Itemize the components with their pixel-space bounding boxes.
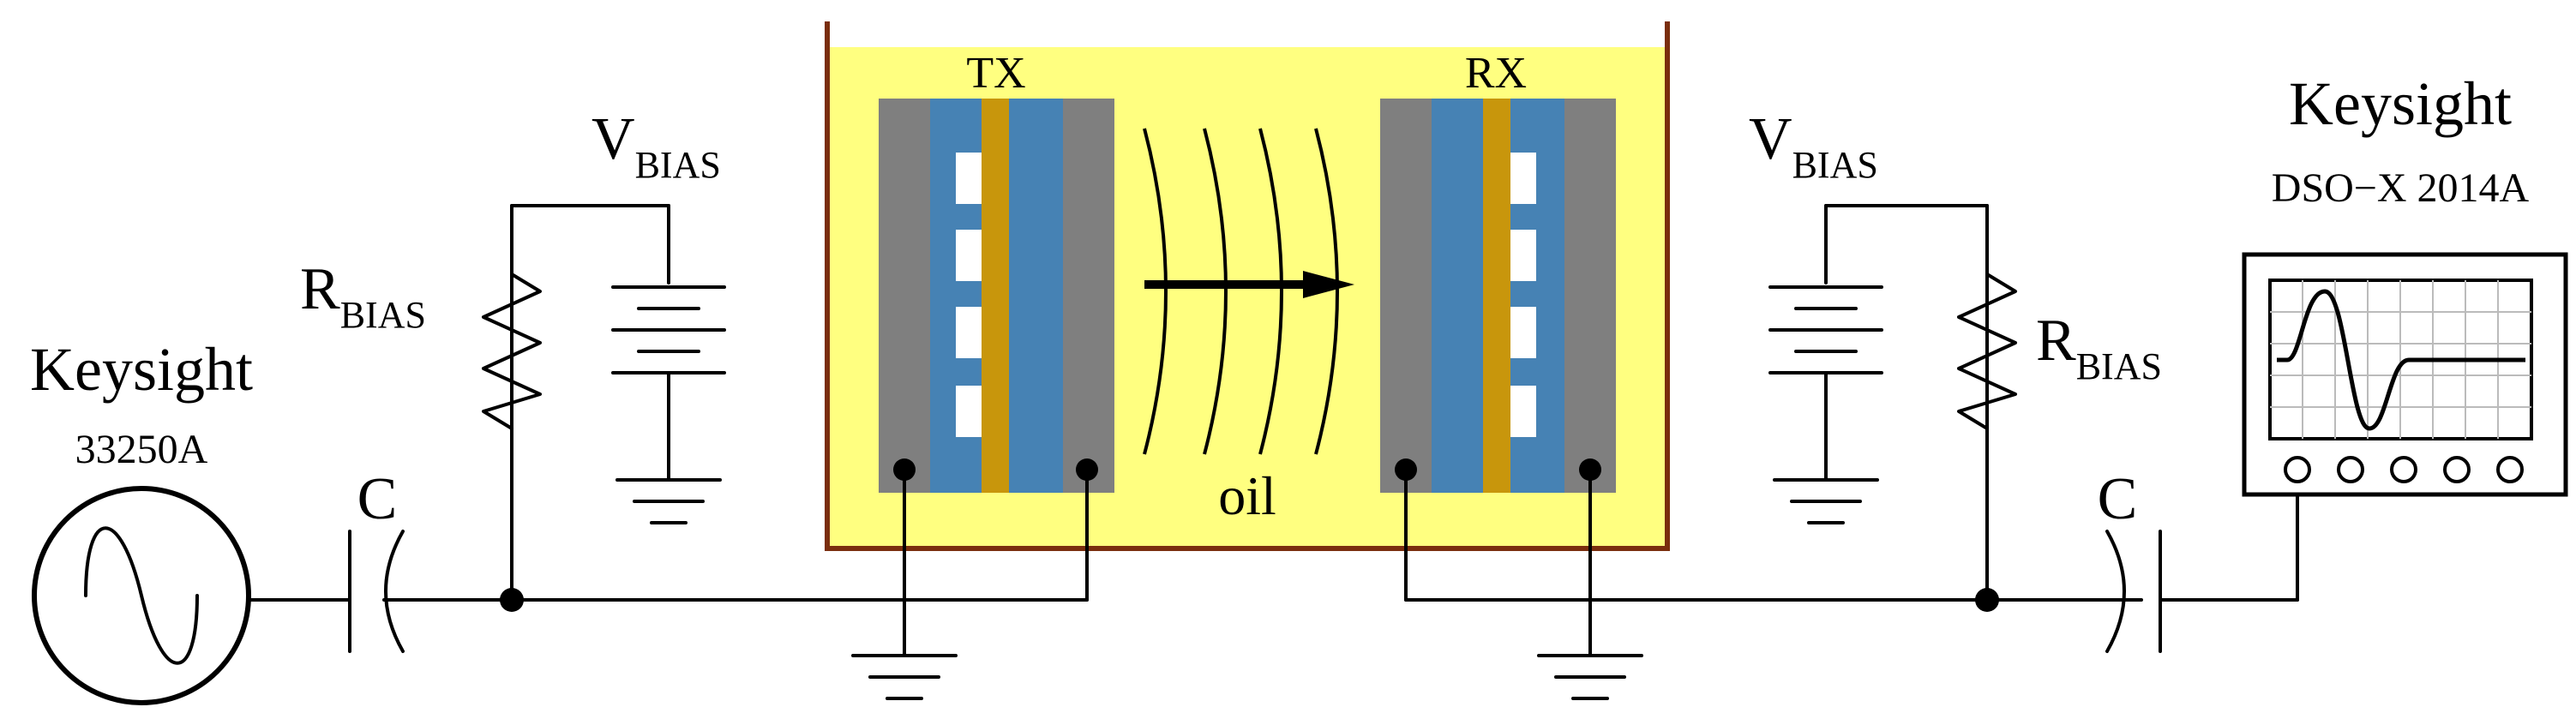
left-capacitor-label: C: [357, 466, 398, 532]
ground-symbol: [1537, 654, 1643, 700]
generator-brand: Keysight: [30, 335, 253, 404]
scope-knob: [2443, 456, 2471, 483]
capacitor-plate-left-out: [384, 530, 405, 653]
left-circuit: C RBIAS VBIAS: [247, 106, 1098, 700]
rx-label: RX: [1465, 49, 1527, 98]
rx-cavity: [1510, 307, 1536, 358]
right-capacitor-label: C: [2098, 466, 2138, 532]
tx-piezo-right: [1009, 99, 1063, 493]
oscilloscope: Keysight DSO−X 2014A: [2242, 69, 2568, 497]
wavefront: [1203, 128, 1228, 455]
rx-electrode-right: [1564, 99, 1616, 493]
tx-electrode-left: [879, 99, 930, 493]
arrow-right-icon: [1144, 271, 1354, 298]
oil-label: oil: [1218, 465, 1276, 526]
tx-cavity: [956, 153, 982, 204]
right-source-subscript: BIAS: [1792, 144, 1878, 186]
scope-input-connector: [2284, 456, 2311, 483]
ground-symbol: [1773, 478, 1879, 524]
scope-brand: Keysight: [2289, 69, 2512, 138]
scope-knob: [2337, 456, 2364, 483]
bias-resistor-right: [1957, 273, 2017, 430]
rx-cavity: [1510, 153, 1536, 204]
rx-piezo-left: [1432, 99, 1483, 493]
right-source-label: VBIAS: [1749, 106, 1878, 186]
sine-wave-icon: [84, 526, 199, 665]
wavefront: [1314, 128, 1339, 455]
bias-resistor-left: [482, 273, 542, 430]
right-source-symbol: V: [1749, 106, 1792, 172]
rx-transducer: RX: [1380, 49, 1616, 493]
ground-symbol: [851, 654, 958, 700]
function-generator: Keysight 33250A: [30, 335, 253, 705]
left-resistor-label: RBIAS: [300, 256, 426, 336]
scope-knob: [2496, 456, 2524, 483]
tx-transducer: TX: [879, 49, 1114, 493]
wavefront: [1258, 128, 1283, 455]
bias-battery-right: [1768, 285, 1883, 482]
scope-knob: [2390, 456, 2417, 483]
tank-wall: [825, 21, 1670, 551]
rx-membrane: [1483, 99, 1510, 493]
rx-cavity: [1510, 386, 1536, 437]
tx-cavity: [956, 307, 982, 358]
tx-cavity: [956, 230, 982, 281]
left-source-symbol: V: [591, 106, 635, 172]
right-resistor-subscript: BIAS: [2076, 345, 2162, 387]
tx-electrode-right: [1063, 99, 1114, 493]
ground-symbol: [615, 478, 722, 524]
right-resistor-symbol: R: [2036, 308, 2076, 374]
left-resistor-subscript: BIAS: [340, 294, 426, 336]
tx-label: TX: [966, 49, 1025, 98]
acoustic-wavefronts: [1143, 128, 1339, 455]
right-resistor-label: RBIAS: [2036, 308, 2162, 387]
wavefront: [1143, 128, 1168, 455]
generator-model: 33250A: [75, 427, 208, 472]
capacitor-plate-right-in: [2105, 530, 2126, 653]
rx-electrode-left: [1380, 99, 1432, 493]
oscilloscope-trace-icon: [2277, 289, 2525, 431]
tx-cavity: [956, 386, 982, 437]
left-resistor-symbol: R: [300, 256, 340, 322]
scope-model: DSO−X 2014A: [2272, 165, 2530, 211]
left-source-subscript: BIAS: [635, 144, 721, 186]
bias-battery-left: [611, 285, 726, 482]
left-source-label: VBIAS: [591, 106, 721, 186]
tx-membrane: [982, 99, 1009, 493]
rx-cavity: [1510, 230, 1536, 281]
